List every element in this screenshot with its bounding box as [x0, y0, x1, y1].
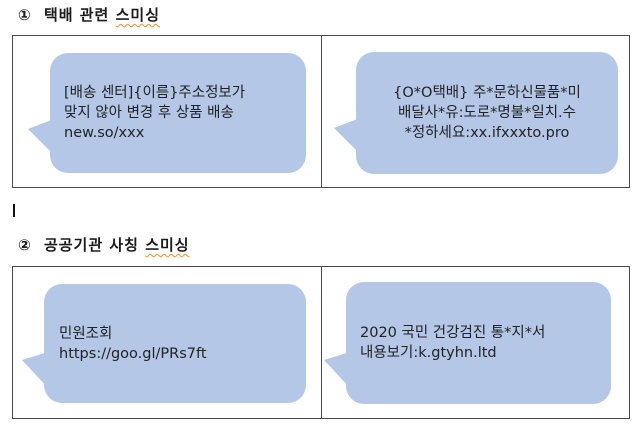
table-cell: {O*O택배} 주*문하신물품*미 배달사*유:도로*명불*일치.수 *정하세요… — [322, 36, 629, 187]
text-cursor — [13, 204, 15, 217]
section-2-title: 공공기관 사칭 — [43, 236, 139, 254]
sms-bubble: 2020 국민 건강검진 통*지*서 내용보기:k.gtyhn.ltd — [324, 282, 611, 404]
section-1-number: ① — [18, 6, 32, 24]
bubble-tail-icon — [22, 352, 48, 388]
section-2-heading: ② 공공기관 사칭 스미싱 — [18, 234, 190, 255]
sms-message-text: 2020 국민 건강검진 통*지*서 내용보기:k.gtyhn.ltd — [360, 325, 546, 361]
section-1-table: [배송 센터]{이름}주소정보가 맞지 않아 변경 후 상품 배송 new.so… — [12, 35, 630, 188]
sms-message-text: [배송 센터]{이름}주소정보가 맞지 않아 변경 후 상품 배송 new.so… — [64, 85, 246, 141]
bubble-tail-icon — [334, 118, 360, 154]
table-cell: [배송 센터]{이름}주소정보가 맞지 않아 변경 후 상품 배송 new.so… — [13, 36, 322, 187]
table-cell: 2020 국민 건강검진 통*지*서 내용보기:k.gtyhn.ltd — [322, 267, 629, 418]
section-1-heading: ① 택배 관련 스미싱 — [18, 4, 160, 25]
section-2-table: 민원조회 https://goo.gl/PRs7ft 2020 국민 건강검진 … — [12, 266, 630, 419]
section-2-title-spellcheck-word: 스미싱 — [145, 236, 190, 254]
section-1-title-spellcheck-word: 스미싱 — [115, 6, 161, 24]
sms-bubble: {O*O택배} 주*문하신물품*미 배달사*유:도로*명불*일치.수 *정하세요… — [334, 52, 618, 174]
bubble-tail-icon — [324, 352, 350, 388]
section-2-number: ② — [18, 236, 32, 254]
sms-message-text: {O*O택배} 주*문하신물품*미 배달사*유:도로*명불*일치.수 *정하세요… — [393, 85, 581, 141]
bubble-tail-icon — [28, 119, 54, 155]
table-cell: 민원조회 https://goo.gl/PRs7ft — [13, 267, 322, 418]
sms-bubble: 민원조회 https://goo.gl/PRs7ft — [22, 284, 306, 403]
sms-bubble: [배송 센터]{이름}주소정보가 맞지 않아 변경 후 상품 배송 new.so… — [28, 53, 306, 173]
section-1-title: 택배 관련 — [43, 6, 110, 24]
sms-message-text: 민원조회 https://goo.gl/PRs7ft — [59, 325, 207, 362]
